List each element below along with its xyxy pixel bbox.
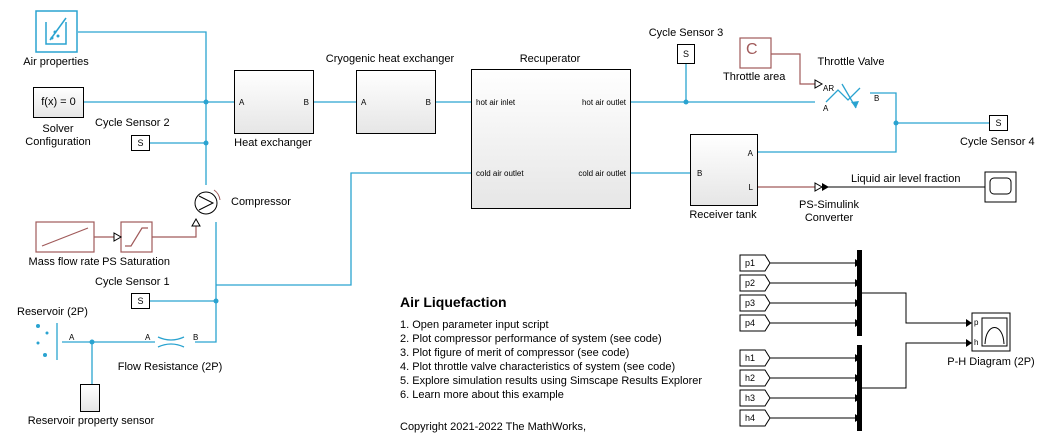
resistance-port-a: A — [145, 333, 151, 342]
tag-p2[interactable]: p2 — [745, 278, 756, 288]
compressor-label: Compressor — [231, 196, 291, 208]
reservoir-sensor-block[interactable] — [80, 384, 100, 412]
ps-simulink-icon — [814, 182, 829, 192]
cold-air-outlet-left-port: cold air outlet — [476, 169, 524, 178]
ph-port-h: h — [974, 338, 979, 347]
cold-air-outlet-right-port: cold air outlet — [578, 169, 626, 178]
info-item[interactable]: 2. Plot compressor performance of system… — [400, 333, 662, 345]
air-properties-icon — [35, 10, 78, 53]
flow-resistance-label: Flow Resistance (2P) — [117, 361, 223, 373]
tags-p-shapes — [739, 254, 771, 332]
reservoir-sensor-label: Reservoir property sensor — [27, 415, 155, 427]
throttle-a-port: A — [823, 104, 829, 113]
copyright: Copyright 2021-2022 The MathWorks, — [400, 421, 587, 433]
throttle-b-port: B — [874, 94, 880, 103]
cycle-sensor-3-label: Cycle Sensor 3 — [648, 27, 724, 39]
info-item[interactable]: 3. Plot figure of merit of compressor (s… — [400, 347, 630, 359]
solver-configuration-block[interactable]: f(x) = 0 — [33, 87, 84, 118]
info-item[interactable]: 6. Learn more about this example — [400, 389, 564, 401]
solver-text: f(x) = 0 — [41, 96, 76, 108]
tank-port-l: L — [748, 183, 753, 192]
cycle-sensor-4-label: Cycle Sensor 4 — [960, 136, 1035, 148]
ps-saturation-label: PS Saturation — [102, 256, 170, 268]
air-properties-label: Air properties — [23, 56, 89, 68]
cryo-hx-label: Cryogenic heat exchanger — [325, 53, 455, 65]
cryo-hx-block[interactable]: A B — [356, 70, 436, 134]
heat-exchanger-label: Heat exchanger — [234, 137, 312, 149]
tag-h1[interactable]: h1 — [745, 353, 756, 363]
hot-air-inlet-port: hot air inlet — [476, 98, 516, 107]
port-a: A — [239, 98, 245, 107]
solver-label: Solver Configuration — [25, 123, 91, 148]
reservoir-port-a: A — [69, 333, 75, 342]
hot-air-outlet-port: hot air outlet — [581, 98, 626, 107]
mass-flow-source-icon — [35, 221, 95, 253]
resistance-port-b: B — [193, 333, 199, 342]
tags-h-shapes — [739, 349, 771, 427]
recuperator-label: Recuperator — [519, 53, 581, 65]
info-item[interactable]: 4. Plot throttle valve characteristics o… — [400, 361, 676, 373]
reservoir-label: Reservoir (2P) — [17, 306, 88, 318]
ps-simulink-label: PS-Simulink Converter — [799, 199, 859, 224]
throttle-area-label: Throttle area — [723, 71, 786, 83]
info-item[interactable]: 5. Explore simulation results using Sims… — [400, 375, 703, 387]
cycle-sensor-3-block[interactable]: S — [677, 44, 695, 64]
tag-p3[interactable]: p3 — [745, 298, 756, 308]
cycle-sensor-1-block[interactable]: S — [131, 293, 150, 309]
ps-saturation-icon — [120, 221, 153, 253]
compressor-icon — [194, 189, 221, 215]
throttle-ar-port: AR — [823, 84, 835, 93]
info-list: 1. Open parameter input script 2. Plot c… — [400, 318, 702, 402]
port-b: B — [303, 98, 309, 107]
tank-port-b: B — [697, 169, 703, 178]
tank-port-a: A — [747, 149, 753, 158]
recuperator-block[interactable]: hot air inlet hot air outlet cold air ou… — [471, 69, 631, 209]
cycle-sensor-2-block[interactable]: S — [131, 135, 150, 151]
port-a: A — [361, 98, 367, 107]
scope-icon — [984, 171, 1017, 203]
cycle-sensor-2-label: Cycle Sensor 2 — [95, 117, 170, 129]
receiver-tank-label: Receiver tank — [689, 209, 757, 221]
port-b: B — [425, 98, 431, 107]
tag-h3[interactable]: h3 — [745, 393, 756, 403]
tag-p1[interactable]: p1 — [745, 258, 756, 268]
info-item[interactable]: 1. Open parameter input script — [400, 319, 549, 331]
tag-p4[interactable]: p4 — [745, 318, 756, 328]
cycle-sensor-1-label: Cycle Sensor 1 — [95, 276, 170, 288]
tag-h2[interactable]: h2 — [745, 373, 756, 383]
info-title: Air Liquefaction — [400, 294, 507, 310]
receiver-tank-block[interactable]: A B L — [690, 134, 758, 206]
throttle-area-text: C — [746, 41, 758, 58]
ph-diagram-icon — [971, 312, 1011, 352]
liquid-air-label: Liquid air level fraction — [851, 173, 961, 185]
ph-port-p: p — [974, 318, 979, 327]
flow-resistance-icon — [157, 336, 185, 348]
throttle-valve-icon — [825, 83, 861, 109]
ph-diagram-label: P-H Diagram (2P) — [947, 356, 1035, 368]
throttle-area-icon — [739, 37, 772, 69]
throttle-valve-label: Throttle Valve — [817, 56, 885, 68]
mass-flow-rate-label: Mass flow rate — [28, 256, 100, 268]
cycle-sensor-4-block[interactable]: S — [989, 115, 1008, 131]
reservoir-icon — [36, 323, 58, 360]
tag-h4[interactable]: h4 — [745, 413, 756, 423]
heat-exchanger-block[interactable]: A B — [234, 70, 314, 134]
